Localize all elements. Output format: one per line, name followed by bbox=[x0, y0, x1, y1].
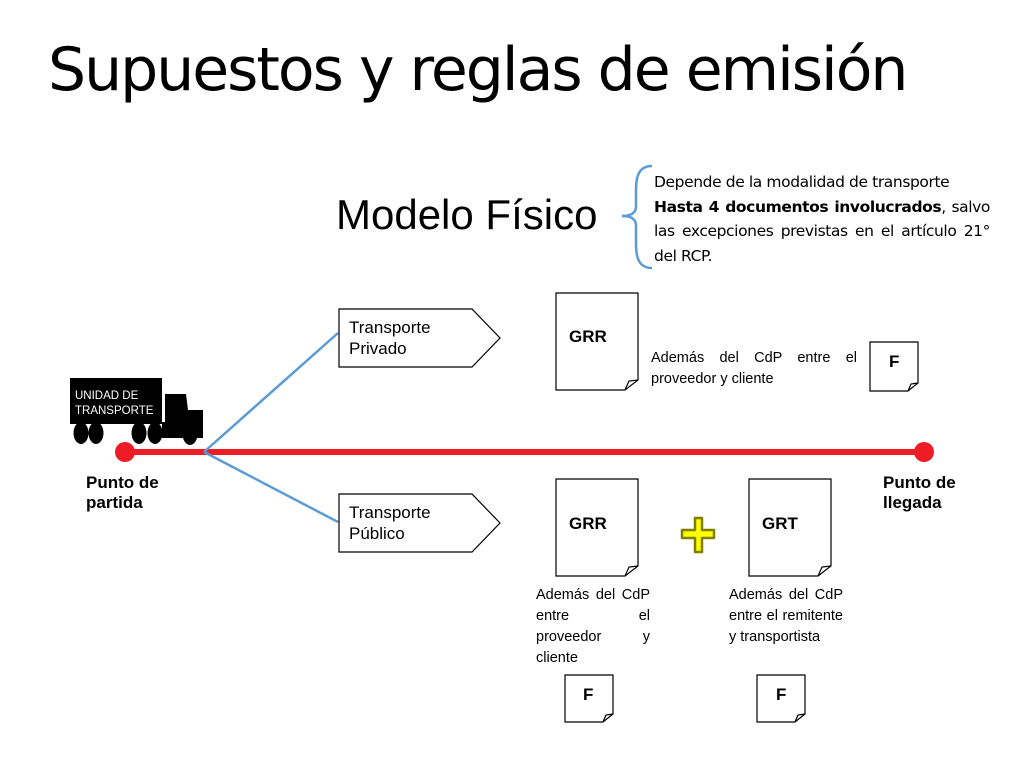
end-label-line-2: llegada bbox=[883, 493, 942, 512]
doc-f-bottom-left bbox=[564, 674, 614, 723]
truck-label: UNIDAD DE TRANSPORTE bbox=[75, 389, 153, 419]
model-title: Modelo Físico bbox=[336, 191, 598, 238]
f-top-label: F bbox=[889, 352, 900, 371]
transport-private-line-1: Transporte bbox=[349, 318, 431, 337]
start-point bbox=[115, 442, 135, 462]
grr-top-label: GRR bbox=[569, 327, 607, 346]
transport-public-line-1: Transporte bbox=[349, 503, 431, 522]
note-rest: , salvo las excepciones previstas en el … bbox=[654, 197, 991, 265]
note-public-grt: Además del CdP entre el remitente y tran… bbox=[729, 587, 843, 645]
slide-title: Supuestos y reglas de emisión bbox=[48, 35, 908, 105]
start-label: Punto de partida bbox=[86, 473, 159, 513]
f-bottom-right-label: F bbox=[776, 685, 787, 704]
doc-grr-top bbox=[555, 292, 639, 391]
transport-public-shape bbox=[338, 493, 501, 553]
transport-private-line-2: Privado bbox=[349, 339, 407, 358]
end-label: Punto de llegada bbox=[883, 473, 956, 513]
transport-public-label: Transporte Público bbox=[349, 502, 431, 544]
doc-f-bottom-right bbox=[756, 674, 806, 723]
doc-f-top bbox=[869, 341, 919, 392]
doc-grt bbox=[748, 478, 832, 577]
start-label-line-2: partida bbox=[86, 493, 143, 512]
transport-private-label: Transporte Privado bbox=[349, 317, 431, 359]
doc-grr-bottom bbox=[555, 478, 639, 577]
transport-private-shape bbox=[338, 308, 501, 368]
f-bottom-left-label: F bbox=[583, 685, 594, 704]
truck-label-line-2: TRANSPORTE bbox=[75, 405, 154, 417]
start-label-line-1: Punto de bbox=[86, 473, 159, 492]
note-bold: Hasta 4 documentos involucrados bbox=[654, 197, 942, 216]
truck-icon bbox=[70, 378, 203, 445]
truck-label-line-1: UNIDAD DE bbox=[75, 390, 139, 402]
grt-label: GRT bbox=[762, 514, 798, 533]
grr-bottom-label: GRR bbox=[569, 514, 607, 533]
note-private: Además del CdP entre el proveedor y clie… bbox=[651, 350, 857, 387]
brace bbox=[621, 164, 653, 270]
plus-icon bbox=[680, 516, 716, 554]
note-public-grr: Además del CdP entre el proveedor y clie… bbox=[536, 587, 650, 666]
transport-public-line-2: Público bbox=[349, 524, 405, 543]
branch-line-public bbox=[203, 450, 339, 524]
end-point bbox=[914, 442, 934, 462]
end-label-line-1: Punto de bbox=[883, 473, 956, 492]
note-line-1: Depende de la modalidad de transporte bbox=[654, 173, 950, 191]
branch-line-private bbox=[203, 332, 339, 453]
